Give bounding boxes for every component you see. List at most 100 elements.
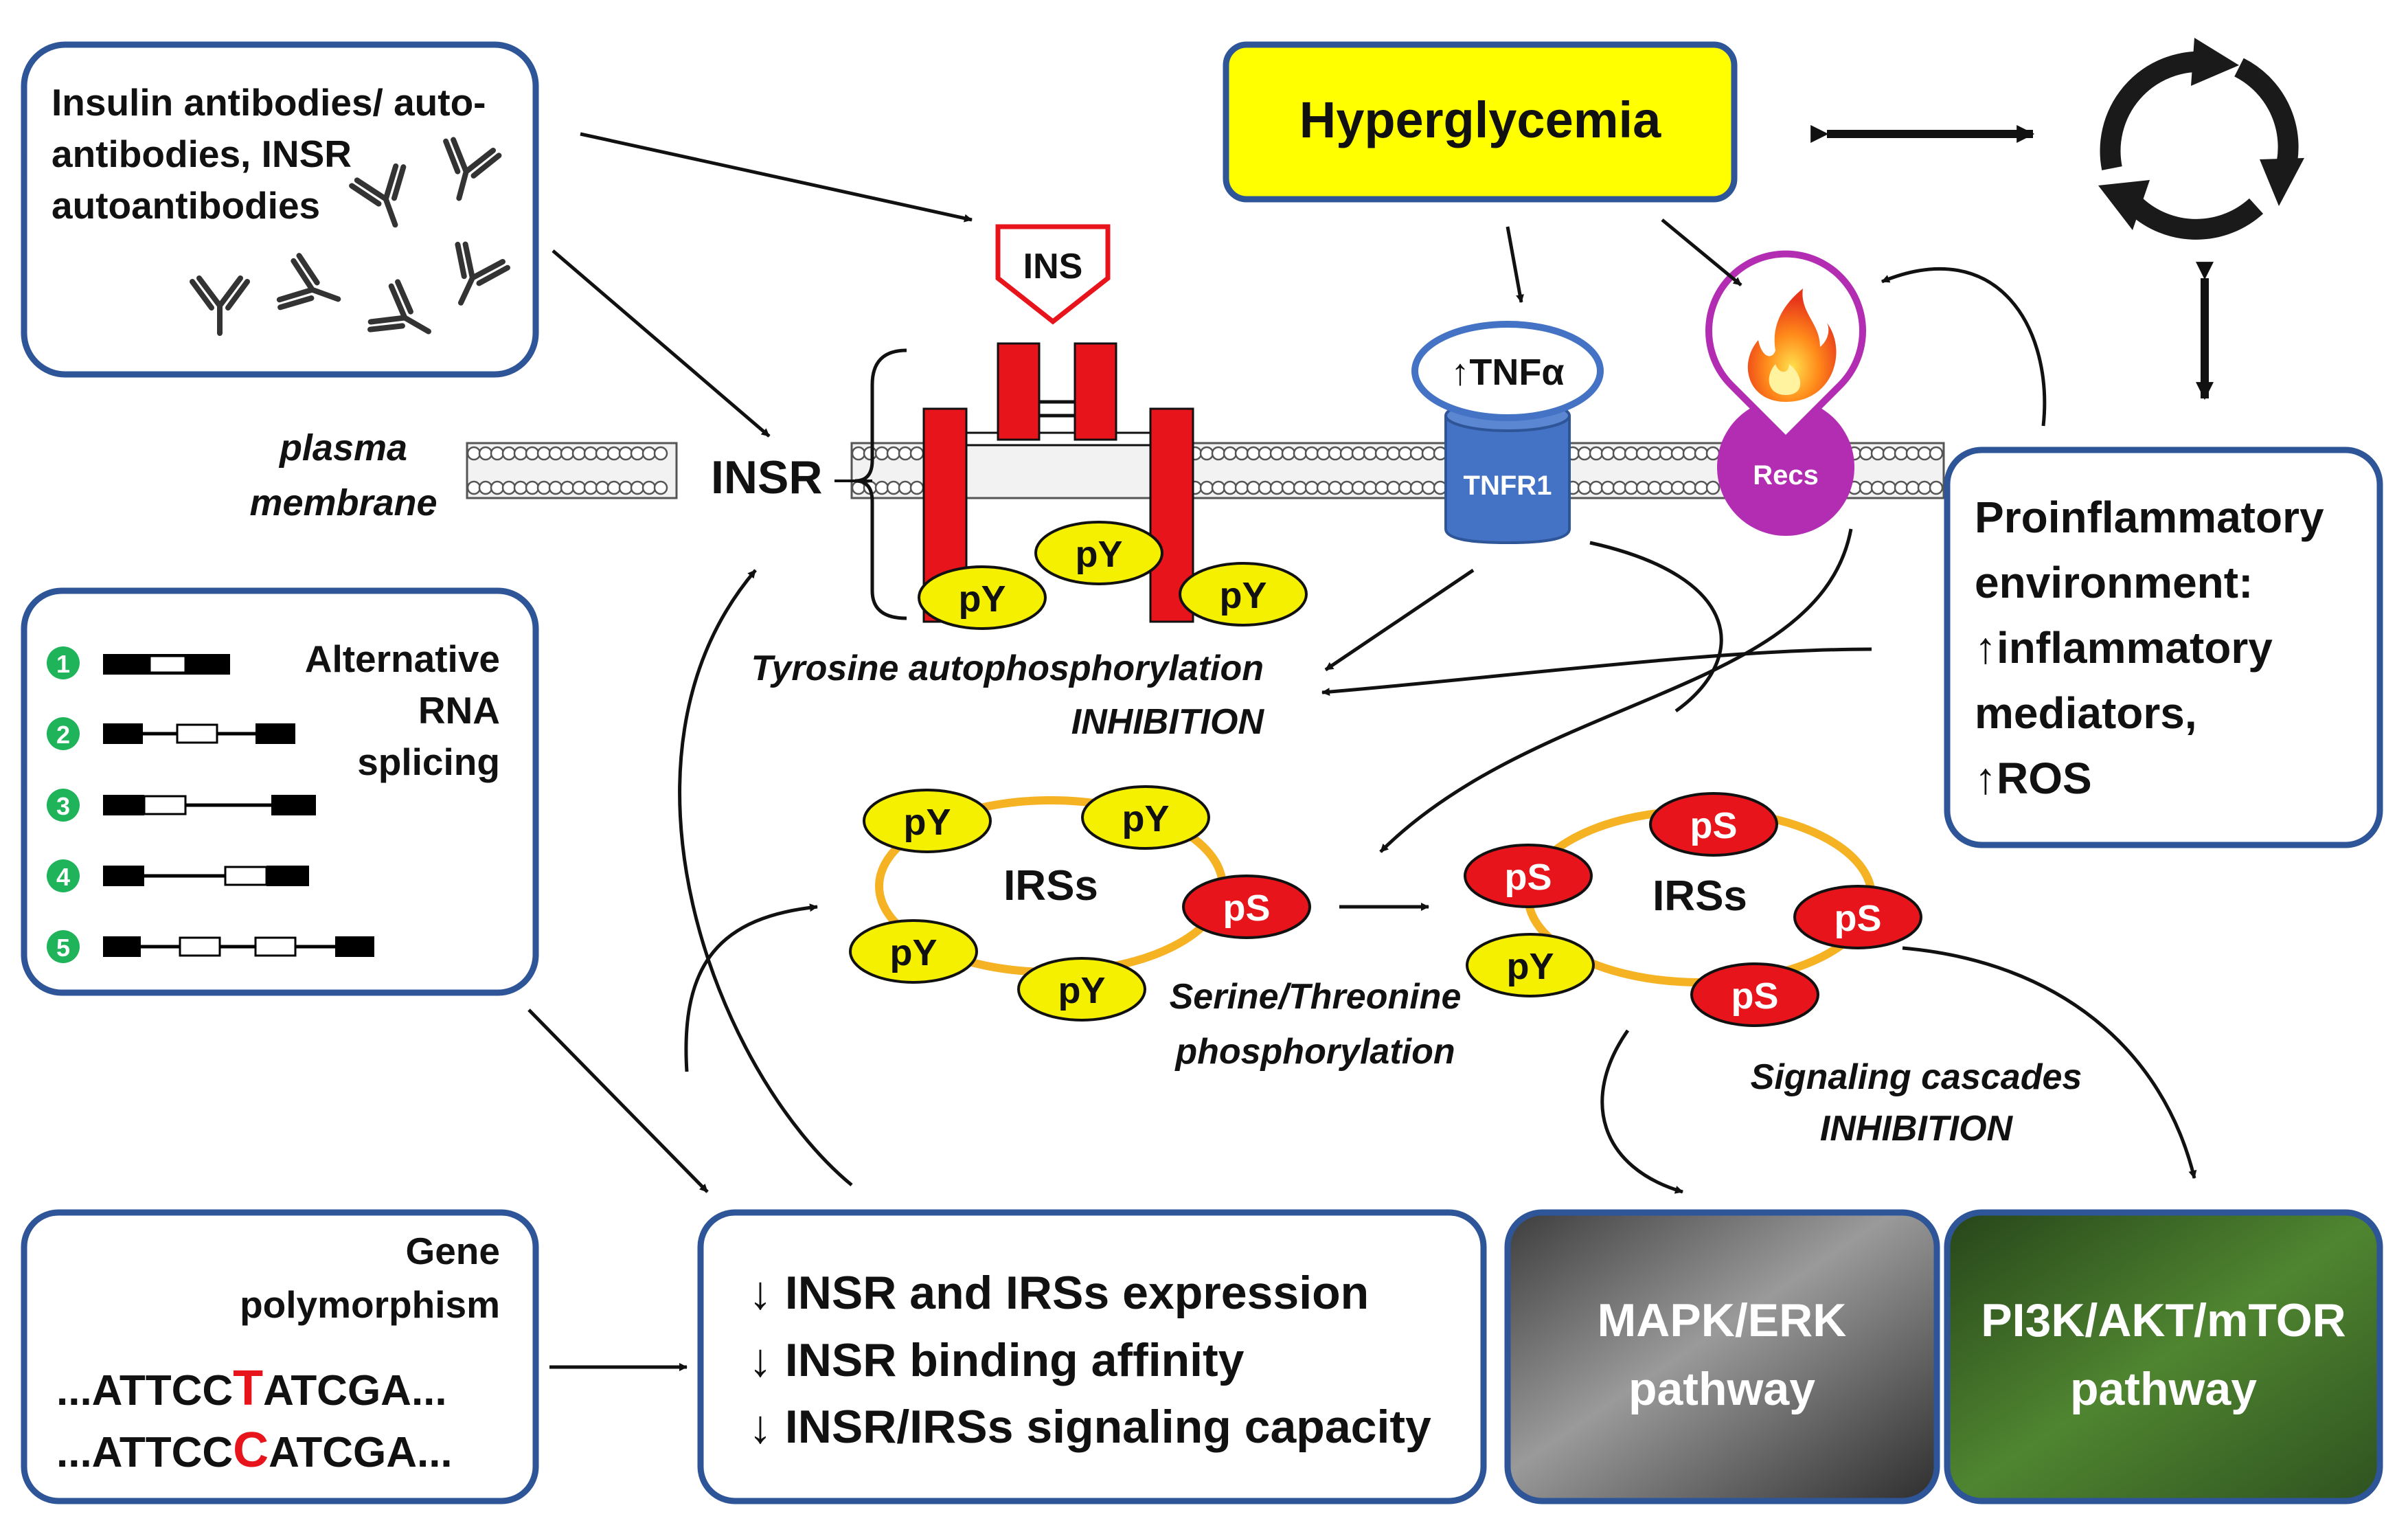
membrane-label-2: membrane [249,482,437,523]
lipid-head [1882,446,1897,461]
lipid-head [513,446,528,461]
lipid-head [1269,480,1284,495]
antibodies-box: Insulin antibodies/ auto- antibodies, IN… [21,41,539,378]
arrow-tnfr1-to-tyrosine [1324,568,1475,672]
proinflammatory-line-2: environment: [1975,558,2253,607]
irs-label: IRSs [1652,872,1747,920]
lipid-head [653,480,668,495]
lipid-head [1577,480,1592,495]
recs-body [1717,398,1854,536]
lipid-head [1328,446,1343,461]
lipid-head [1199,480,1214,495]
effects-line-2: ↓ INSR binding affinity [749,1334,1245,1386]
lipid-head [1870,480,1885,495]
lipid-head [1659,480,1674,495]
lipid-head [1917,480,1932,495]
lipid-head [1905,480,1920,495]
recs-receptor: Recs [1705,250,1866,536]
lipid-head [490,480,505,495]
connector-arrows [527,132,2197,1371]
lipid-head [1612,480,1627,495]
splice-variant-3: 3 [47,789,316,822]
lipid-head [1600,480,1615,495]
flame-icon [1747,289,1837,402]
antibody-icon [276,253,341,311]
lipid-head [536,480,552,495]
lipid-head [1293,480,1308,495]
lipid-head [1682,446,1697,461]
lipid-head [1398,446,1413,461]
lipid-head [1199,446,1214,461]
svg-text:4: 4 [56,863,70,891]
tyrosine-line-2: INHIBITION [1071,702,1265,742]
lipid-head [606,480,622,495]
lipid-head [886,480,901,495]
antibodies-line-2: antibodies, INSR [52,133,352,175]
lipid-head [1223,446,1238,461]
lipid-head [1409,480,1424,495]
ps-label: pS [1731,975,1778,1017]
lipid-head [630,446,645,461]
antibody-icon [190,275,250,336]
lipid-head [1894,446,1909,461]
lipid-head [466,446,481,461]
lipid-head [1304,480,1319,495]
irs-complex-1: IRSs pY pY pY pY pS [849,785,1311,1022]
lipid-head [618,480,633,495]
lipid-head [595,480,610,495]
lipid-head [1682,480,1697,495]
insulin-pentagon [995,224,1111,325]
lipid-head [1705,480,1720,495]
lipid-head [886,446,901,461]
lipid-head [1670,480,1685,495]
lipid-head [1269,446,1284,461]
arrow-effects-to-irs [684,903,818,1072]
lipid-head [1351,446,1366,461]
py-label: pY [1219,575,1267,616]
lipid-head [478,480,493,495]
antibodies-line-1: Insulin antibodies/ auto- [52,81,486,124]
irs-label: IRSs [1003,862,1098,910]
lipid-head [618,446,633,461]
lipid-head [1386,480,1401,495]
ps-badge [1464,844,1593,908]
lipid-head [606,446,622,461]
pi3k-pathway-box: PI3K/AKT/mTOR pathway [1944,1209,2383,1504]
tnfr1-receptor: TNFR1 ↑TNFα [1411,321,1604,545]
lipid-head [1635,480,1650,495]
lipid-head [1894,480,1909,495]
lipid-head [1223,480,1238,495]
arrow-effects-to-insr [678,569,853,1186]
lipid-head [1670,446,1685,461]
arrow-hyperglycemia-to-tnf [1506,226,1524,303]
lipid-head [1624,480,1639,495]
lipid-head [1905,446,1920,461]
lipid-head [1917,446,1932,461]
tnf-alpha-ligand [1411,321,1604,421]
lipid-head [863,446,878,461]
proinflammatory-line-4: mediators, [1975,688,2197,738]
splice-variant-1: 1 [47,646,230,679]
lipid-head [1859,480,1874,495]
tnf-alpha-label: ↑TNFα [1451,352,1564,393]
lipid-head [525,480,540,495]
splicing-title-1: Alternative [305,638,500,680]
antibodies-line-3: autoantibodies [52,184,320,227]
polymorphism-box: Gene polymorphism ...ATTCCTATCGA... ...A… [21,1209,539,1504]
lipid-head [1398,480,1413,495]
insr-alpha-right [1074,342,1117,441]
antibody-icon [455,241,510,306]
lipid-head [1281,446,1296,461]
ps-label: pS [1834,898,1881,939]
pi3k-line-2: pathway [2070,1363,2257,1415]
effects-box: ↓ INSR and IRSs expression ↓ INSR bindin… [697,1209,1487,1504]
svg-text:3: 3 [56,792,70,820]
svg-text:5: 5 [56,934,70,962]
lipid-head [851,446,866,461]
cascades-line-2: INHIBITION [1820,1109,2014,1149]
lipid-head [513,480,528,495]
lipid-head [1929,446,1944,461]
lipid-head [1386,446,1401,461]
